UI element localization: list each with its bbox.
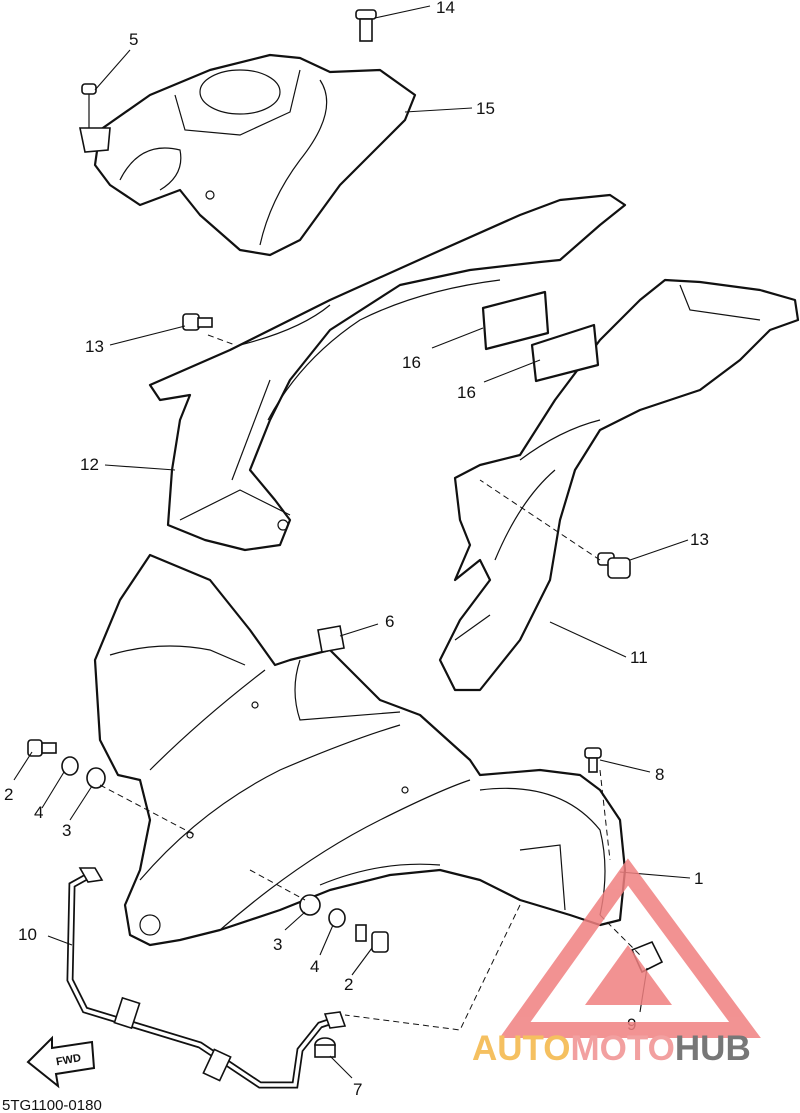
- fastener-8: [584, 747, 602, 773]
- callout-4-left: 4: [34, 803, 43, 822]
- part-12-side-cover-left: [148, 193, 627, 552]
- fastener-13-lower: [597, 552, 631, 579]
- callout-1: 1: [694, 869, 703, 888]
- part-16-pads: [481, 290, 600, 383]
- callout-2-left: 2: [4, 785, 13, 804]
- callout-2-lower: 2: [344, 975, 353, 994]
- callout-13-upper: 13: [85, 337, 104, 356]
- callout-3-lower: 3: [273, 935, 282, 954]
- diagram-code: 5TG1100-0180: [2, 1097, 102, 1113]
- part-11-side-cover-right: [438, 278, 800, 692]
- callout-14: 14: [436, 0, 455, 17]
- callout-10: 10: [18, 925, 37, 944]
- fwd-arrow-icon: FWD: [26, 1035, 96, 1089]
- callout-16-upper: 16: [402, 353, 421, 372]
- fastener-4-left: [61, 756, 79, 776]
- callout-15: 15: [476, 99, 495, 118]
- callouts: 14 5 15 13 16 16 12 13 6 11 8 1 2 4 3 10…: [4, 0, 709, 1099]
- watermark-inner-triangle-icon: [585, 945, 672, 1005]
- fastener-4-lower: [328, 908, 346, 928]
- fastener-2-left: [27, 739, 57, 757]
- fastener-3-lower: [299, 894, 321, 916]
- callout-7: 7: [353, 1080, 362, 1099]
- callout-16-lower: 16: [457, 383, 476, 402]
- callout-4-lower: 4: [310, 957, 319, 976]
- callout-8: 8: [655, 765, 664, 784]
- callout-12: 12: [80, 455, 99, 474]
- callout-11: 11: [630, 648, 648, 667]
- watermark-triangle-icon: [499, 858, 761, 1038]
- fastener-7: [314, 1037, 336, 1058]
- assembly-lines: [99, 334, 641, 1031]
- fastener-6: [317, 625, 345, 653]
- watermark-logo: [499, 858, 761, 1038]
- fastener-14: [355, 9, 377, 42]
- watermark-hub: HUB: [675, 1029, 751, 1068]
- watermark-moto: MOTO: [571, 1029, 675, 1068]
- fastener-3-left: [86, 767, 106, 789]
- callout-13-lower: 13: [690, 530, 709, 549]
- callout-6: 6: [385, 612, 394, 631]
- callout-3-left: 3: [62, 821, 71, 840]
- part-10-stay: [66, 867, 347, 1089]
- part-1-front-fender: [93, 553, 627, 947]
- fwd-label: FWD: [55, 1052, 82, 1068]
- callout-5: 5: [129, 30, 138, 49]
- fastener-13-upper: [182, 313, 213, 331]
- watermark-brand: AUTOMOTOHUB: [472, 1029, 751, 1068]
- part-15-upper-cover: [93, 53, 417, 257]
- watermark-auto: AUTO: [472, 1029, 571, 1068]
- fastener-2-lower: [355, 924, 389, 953]
- fastener-5: [79, 83, 111, 153]
